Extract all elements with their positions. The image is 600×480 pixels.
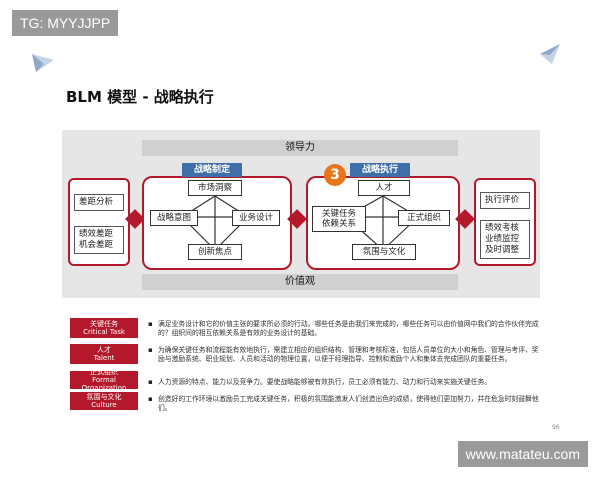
strategy-panel-title: 战略制定 xyxy=(182,163,242,177)
legend-text-culture: 创造好的工作环境以激励员工完成关键任务，积极的氛围能激发人们创造出色的成绩，使得… xyxy=(158,395,539,412)
legend-text-talent: 为确保关键任务和流程能有效地执行，需建立相应的组织结构、管理和考核标准，包括人员… xyxy=(158,346,539,363)
legend-text-formal-organization: 人力资源的特点、能力以及竞争力。要使战略能够被有效执行，员工必须有能力、动力和行… xyxy=(158,378,492,386)
innovation-focus-box: 创新焦点 xyxy=(188,244,242,260)
talent-box: 人才 xyxy=(358,180,410,196)
performance-gap-box: 绩效差距 机会差距 xyxy=(74,226,124,254)
leadership-bar: 领导力 xyxy=(142,140,458,156)
step-badge: 3 xyxy=(324,164,346,186)
legend-label-en: Talent xyxy=(93,354,115,362)
legend-label-en: Culture xyxy=(91,401,117,409)
execution-evaluation-box: 执行评价 xyxy=(480,192,530,209)
execution-panel-title: 战略执行 xyxy=(350,163,410,177)
market-insight-box: 市场洞察 xyxy=(188,180,242,196)
paper-plane-icon xyxy=(32,54,54,72)
watermark-top-tag: TG: MYYJJPP xyxy=(12,10,119,36)
legend-label-formal-organization: 正式组织 Formal Organization xyxy=(70,368,138,392)
legend-label-en: Critical Task xyxy=(83,328,125,336)
page-number: 96 xyxy=(552,424,560,431)
legend-label-critical-task: 关键任务 Critical Task xyxy=(70,318,138,338)
business-design-box: 业务设计 xyxy=(232,210,280,226)
climate-culture-box: 氛围与文化 xyxy=(352,244,416,260)
legend-label-cn: 正式组织 xyxy=(90,368,118,376)
legend-text-critical-task: 满足业务设计和它的价值主张的要求所必须的行动。哪些任务是由我们来完成的，哪些任务… xyxy=(158,320,539,337)
legend-label-culture: 氛围与文化 Culture xyxy=(70,392,138,410)
legend-label-cn: 人才 xyxy=(97,346,111,354)
slide-title: BLM 模型 - 战略执行 xyxy=(66,88,214,106)
legend-label-cn: 关键任务 xyxy=(90,320,118,328)
legend-label-talent: 人才 Talent xyxy=(70,344,138,364)
formal-organization-box: 正式组织 xyxy=(398,210,450,226)
legend-label-en: Formal Organization xyxy=(81,376,127,392)
watermark-bottom-tag: www.matateu.com xyxy=(457,441,588,467)
legend-label-cn: 氛围与文化 xyxy=(86,393,122,401)
performance-monitoring-box: 绩效考核 业绩监控 及时调整 xyxy=(480,220,530,259)
critical-tasks-box: 关键任务 依赖关系 xyxy=(312,206,366,232)
values-bar: 价值观 xyxy=(142,274,458,290)
gap-analysis-box: 差距分析 xyxy=(74,194,124,211)
paper-plane-icon-right xyxy=(540,44,560,64)
strategic-intent-box: 战略意图 xyxy=(150,210,198,226)
